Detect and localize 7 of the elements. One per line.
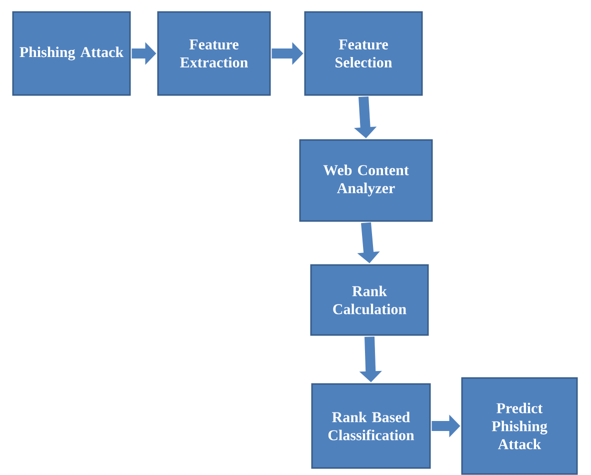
process-box: Rank Calculation xyxy=(310,264,429,336)
process-box: Predict Phishing Attack xyxy=(461,377,578,475)
process-box: Rank Based Classification xyxy=(311,383,431,469)
process-box: Web Content Analyzer xyxy=(299,139,433,222)
process-box: Phishing Attack xyxy=(12,11,131,96)
process-box: Feature Extraction xyxy=(157,11,271,96)
process-box: Feature Selection xyxy=(304,11,423,96)
